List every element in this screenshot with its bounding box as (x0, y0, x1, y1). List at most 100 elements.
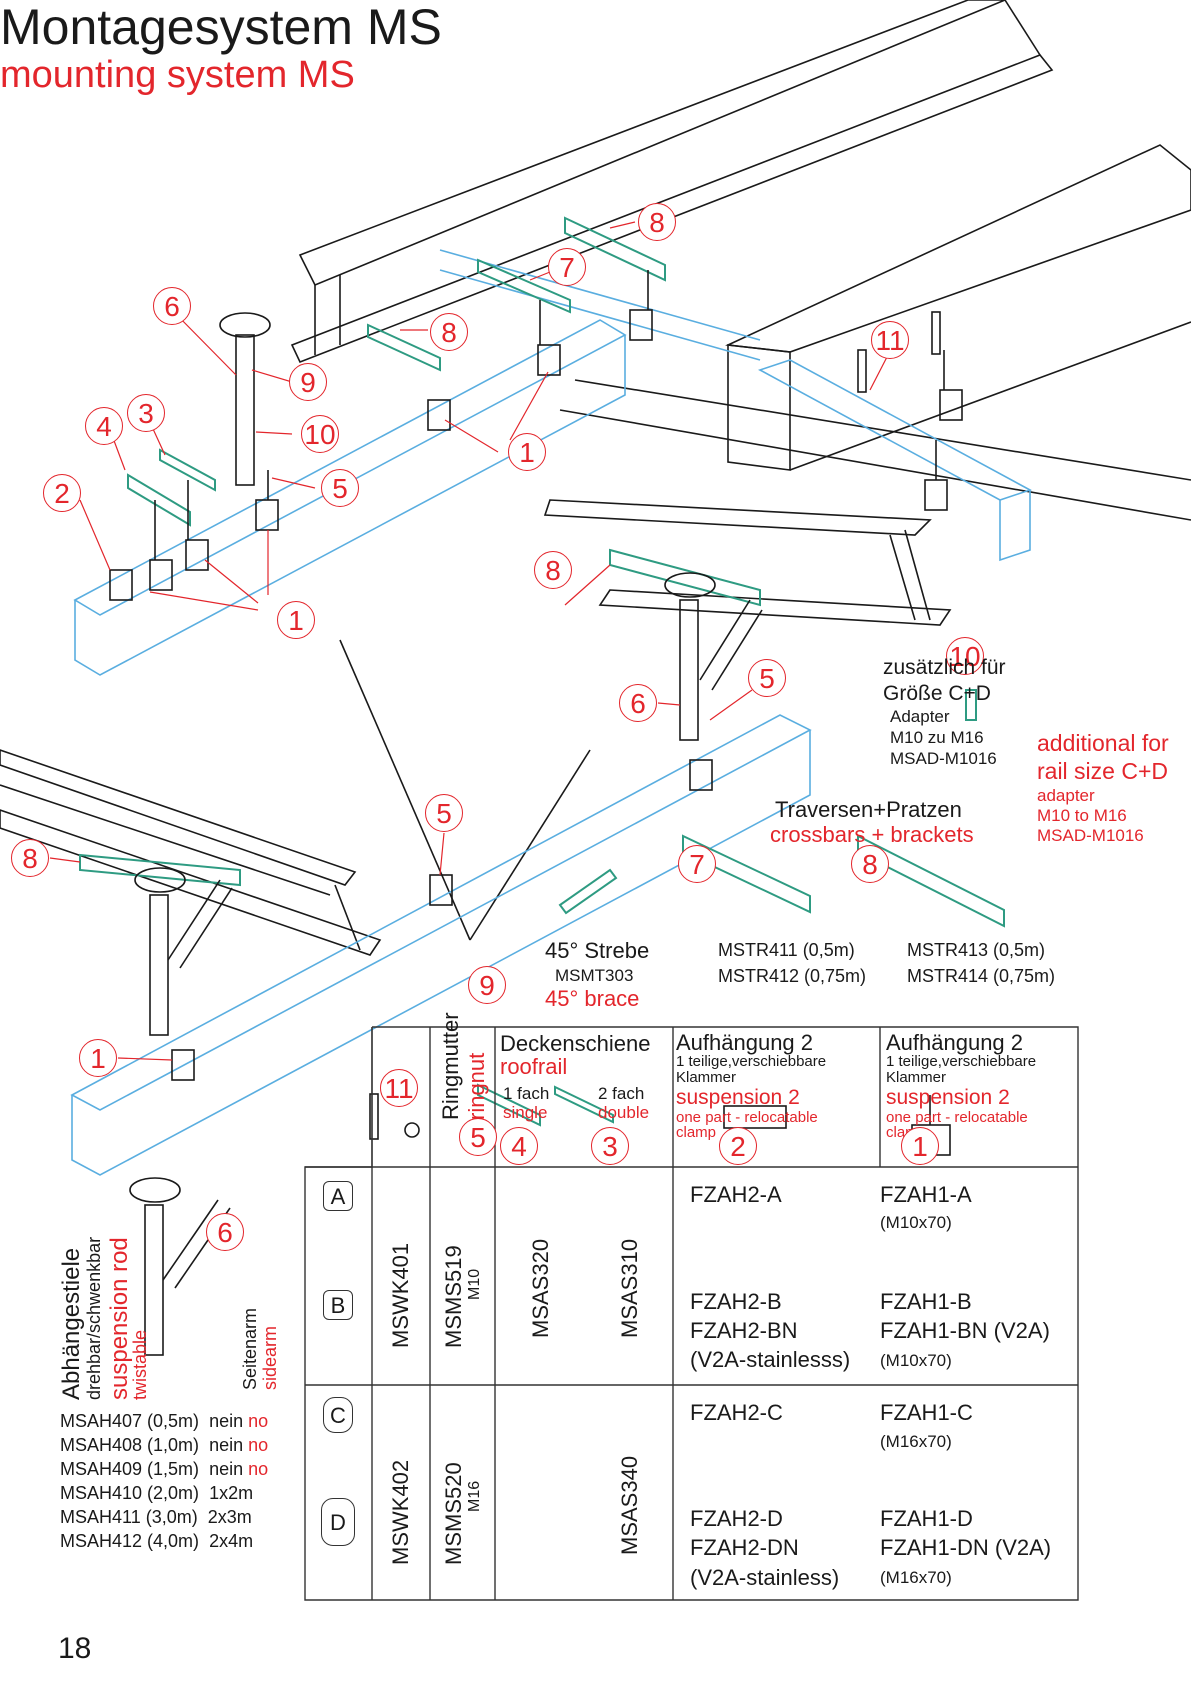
callout-8-left: 8 (11, 839, 49, 877)
header-auf1-de2: Klammer (886, 1069, 947, 1086)
fzah2-c: FZAH2-C (690, 1400, 783, 1425)
callout-7-upper: 7 (548, 248, 586, 286)
note-mstr413: MSTR413 (0,5m) (907, 940, 1046, 960)
rod-model-arm-en: no (248, 1411, 269, 1431)
callout-8-right: 8 (534, 551, 572, 589)
code-msas310: MSAS310 (617, 1238, 642, 1338)
angle-11-beam (857, 349, 867, 393)
note-mstr414: MSTR414 (0,75m) (907, 966, 1056, 986)
clamp-1-g (629, 309, 653, 341)
bracket-8-mid (367, 323, 441, 372)
roofrail-double-icon (554, 1085, 614, 1124)
fzah1-b-size: (M10x70) (880, 1351, 952, 1370)
clamp-1-d (255, 499, 279, 531)
header-auf1-en2: one part - relocatable (886, 1109, 1028, 1126)
note-additional-1: additional for (1037, 730, 1169, 756)
callout-3: 3 (127, 394, 165, 432)
callout-5-center: 5 (425, 794, 463, 832)
adapter-10-icon (965, 689, 977, 721)
callout-6-upper: 6 (153, 287, 191, 325)
note-adapter-en: adapter (1037, 786, 1095, 805)
callout-1-upper-left: 1 (277, 601, 315, 639)
clamp-1-k (429, 874, 453, 906)
fzah1-a-size: (M10x70) (880, 1213, 952, 1232)
rod-model-code: MSAH407 (0,5m) (60, 1411, 200, 1431)
fzah2-a: FZAH2-A (690, 1182, 782, 1207)
callout-6-legend: 6 (206, 1213, 244, 1251)
code-m16: M16 (466, 1480, 483, 1512)
size-d-badge: D (321, 1498, 355, 1546)
clamp-1-f (537, 344, 561, 376)
callout-8-legend: 8 (851, 845, 889, 883)
rod-model-arm: 1x2m (209, 1483, 254, 1503)
callout-8-mid: 8 (430, 313, 468, 351)
suspension-rod-6-upper (235, 334, 255, 486)
code-msms519: MSMS519 (441, 1245, 466, 1348)
fzah2-dn: FZAH2-DN (690, 1535, 799, 1560)
header-auf2-en1: suspension 2 (676, 1086, 800, 1109)
callout-6-right: 6 (619, 684, 657, 722)
fzah1-c: FZAH1-C (880, 1400, 973, 1425)
rod-model-row: MSAH407 (0,5m) nein no (60, 1409, 268, 1433)
header-auf1-title: Aufhängung 2 (886, 1030, 1024, 1055)
callout-5-upper: 5 (321, 469, 359, 507)
code-msms520: MSMS520 (441, 1462, 466, 1565)
callout-9-legend: 9 (468, 966, 506, 1004)
bracket-8-upper (564, 216, 666, 282)
header-deckenschiene: Deckenschiene (500, 1031, 651, 1056)
clamp-1-b (149, 559, 173, 591)
rod-model-arm: nein (209, 1435, 244, 1455)
header-auf2-de1: 1 teilige,verschiebbare (676, 1053, 827, 1070)
fzah1-bn: FZAH1-BN (V2A) (880, 1318, 1050, 1343)
rod-model-arm: nein (209, 1411, 244, 1431)
callout-9-upper: 9 (289, 363, 327, 401)
header-single: single (503, 1103, 548, 1122)
header-2fach: 2 fach (598, 1084, 645, 1103)
note-traversen: Traversen+Pratzen (775, 797, 962, 822)
fzah1-a: FZAH1-A (880, 1182, 972, 1207)
clamp-1-a (109, 569, 133, 601)
brace-9-legend (558, 868, 618, 915)
callout-11-beam: 11 (871, 321, 909, 359)
rod-model-arm: 2x4m (209, 1531, 254, 1551)
header-double: double (598, 1103, 650, 1122)
rod-model-arm-en: no (248, 1459, 269, 1479)
note-m10m16: M10 zu M16 (890, 728, 984, 747)
rod-model-code: MSAH411 (3,0m) (60, 1507, 198, 1527)
header-auf2-en2: one part - relocatable (676, 1109, 818, 1126)
note-zusatz: zusätzlich für (883, 656, 1006, 679)
rod-model-code: MSAH410 (2,0m) (60, 1483, 200, 1503)
rod-model-row: MSAH408 (1,0m) nein no (60, 1433, 268, 1457)
fzah2-d: FZAH2-D (690, 1506, 783, 1531)
rod-model-row: MSAH409 (1,5m) nein no (60, 1457, 268, 1481)
rod-model-arm: 2x3m (207, 1507, 252, 1527)
code-msas340: MSAS340 (617, 1455, 642, 1555)
note-crossbars: crossbars + brackets (770, 822, 974, 847)
rod-model-row: MSAH411 (3,0m) 2x3m (60, 1505, 268, 1529)
callout-1-lower: 1 (79, 1039, 117, 1077)
callout-10-upper: 10 (301, 415, 339, 453)
page-title: Montagesystem MS (0, 0, 442, 55)
rod-model-row: MSAH412 (4,0m) 2x4m (60, 1529, 268, 1553)
page-subtitle: mounting system MS (0, 54, 355, 96)
code-mswk401: MSWK401 (388, 1242, 413, 1348)
header-roofrail: roofrail (500, 1054, 568, 1079)
note-brace: 45° brace (545, 986, 640, 1011)
note-m10m16-en: M10 to M16 (1037, 806, 1127, 825)
rod-model-list: MSAH407 (0,5m) nein no MSAH408 (1,0m) ne… (60, 1409, 268, 1553)
rod-model-code: MSAH412 (4,0m) (60, 1531, 200, 1551)
crossbar-8-legend (857, 834, 1005, 928)
callout-4-table: 4 (500, 1127, 538, 1165)
callout-1-mid: 1 (508, 433, 546, 471)
note-mstr412: MSTR412 (0,75m) (718, 966, 867, 986)
note-mstr411: MSTR411 (0,5m) (718, 940, 855, 960)
crossbar-7-legend (682, 834, 811, 914)
bracket-7-upper (477, 258, 571, 314)
fzah1-c-size: (M16x70) (880, 1432, 952, 1451)
suspension-rod-6-left (149, 894, 169, 1036)
size-c-badge: C (323, 1397, 353, 1433)
crossbar-3 (159, 448, 216, 492)
callout-7-legend: 7 (678, 845, 716, 883)
